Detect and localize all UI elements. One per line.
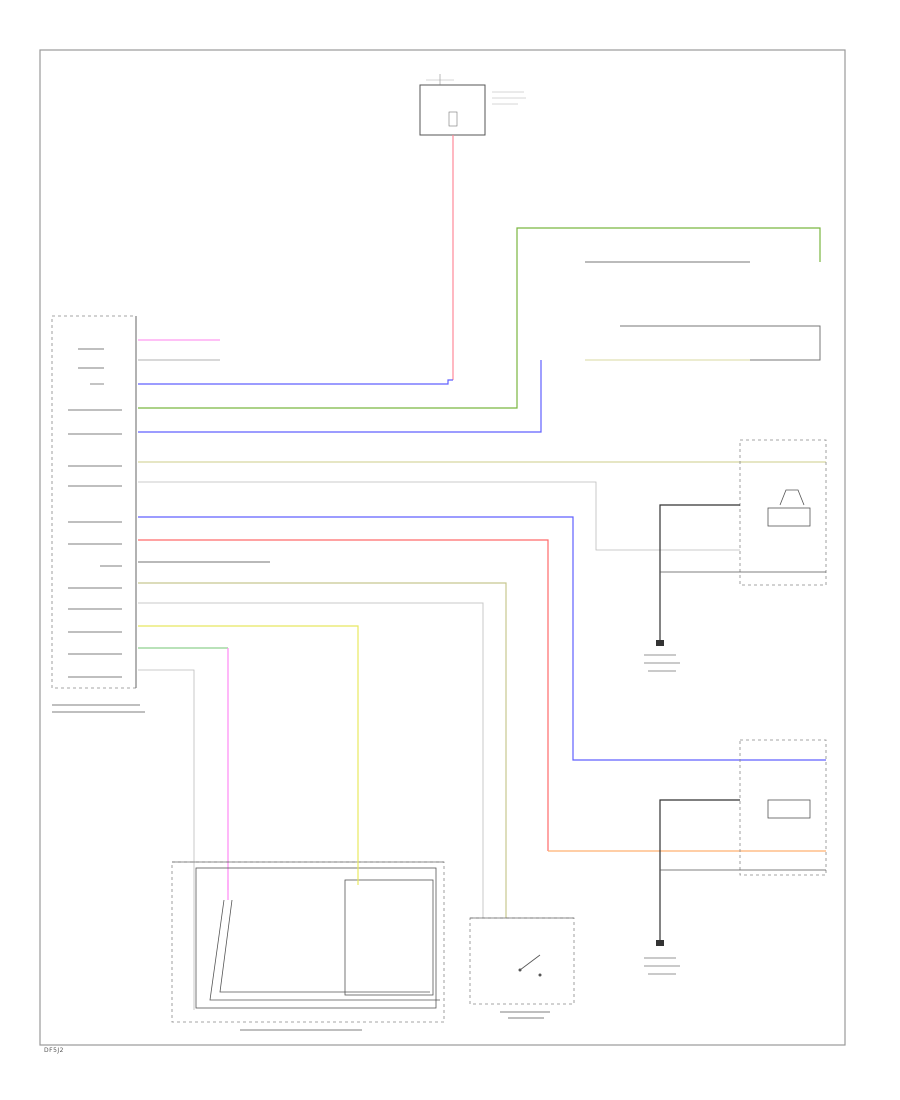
wire-blue-headlamp <box>138 516 826 761</box>
door-switch <box>469 917 575 1005</box>
wire-blue-tail <box>138 360 542 433</box>
wire-right-tail-top <box>620 325 821 361</box>
wire-gray-switch <box>138 602 484 918</box>
wire-red-headlamp <box>138 539 549 851</box>
right-headlamp <box>659 739 827 940</box>
left-headlamp <box>659 439 827 640</box>
wire-blue-feed <box>138 379 453 385</box>
diagram-frame <box>39 49 846 1046</box>
wire-gray-headlamp <box>138 481 740 551</box>
door-switch-label <box>500 1011 550 1019</box>
wire-gray-left <box>138 669 195 1010</box>
wire-olive-switch <box>138 582 507 918</box>
module-name-label <box>52 704 145 713</box>
fuse-box <box>419 74 526 136</box>
steering-column-switch <box>171 860 445 1023</box>
diagram-code: DF5J2 <box>44 1047 64 1054</box>
module-pin-labels <box>68 348 122 678</box>
control-module <box>51 315 137 689</box>
left-ground <box>644 640 680 672</box>
wire-green <box>138 227 821 409</box>
right-ground <box>644 940 680 975</box>
wire-yellow <box>138 625 359 860</box>
